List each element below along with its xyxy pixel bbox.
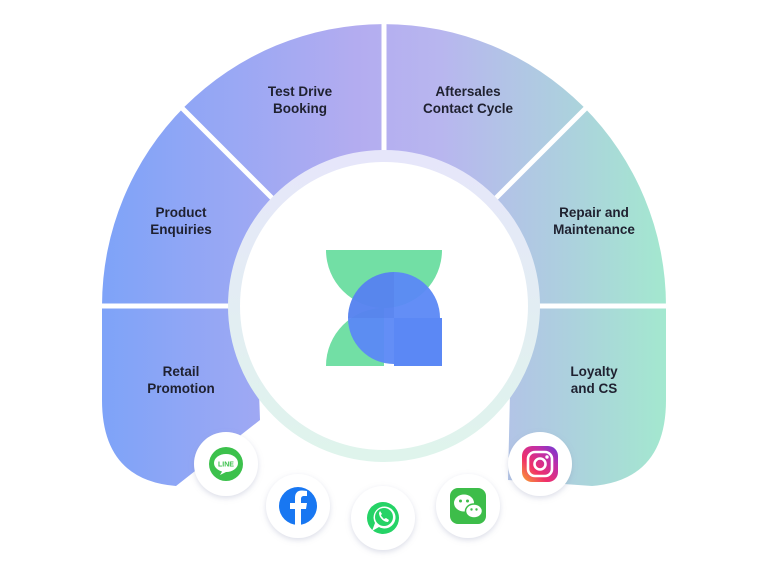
wechat-icon <box>450 488 486 524</box>
segment-label-loyalty-cs: Loyalty and CS <box>570 364 618 396</box>
facebook-icon <box>279 487 317 525</box>
segment-dividers <box>96 20 672 309</box>
wechat-badge[interactable] <box>436 474 500 538</box>
channel-badges: LINE <box>194 432 572 550</box>
line-badge[interactable]: LINE <box>194 432 258 496</box>
segment-label-line: Retail <box>163 364 200 379</box>
segment-label-line: Promotion <box>147 381 215 396</box>
segment-label-line: and CS <box>571 381 618 396</box>
segment-label-line: Test Drive <box>268 84 333 99</box>
segment-label-line: Enquiries <box>150 222 212 237</box>
segment-label-line: Maintenance <box>553 222 635 237</box>
instagram-badge[interactable] <box>508 432 572 496</box>
segment-label-line: Product <box>155 205 207 220</box>
facebook-badge[interactable] <box>266 474 330 538</box>
segment-label-line: Contact Cycle <box>423 101 514 116</box>
inner-ring <box>228 150 540 462</box>
segment-label-line: Booking <box>273 101 327 116</box>
segment-label-line: Aftersales <box>435 84 500 99</box>
whatsapp-badge[interactable] <box>351 486 415 550</box>
segment-label-line: Loyalty <box>570 364 618 379</box>
segment-label-line: Repair and <box>559 205 629 220</box>
brand-logo-icon <box>326 250 442 366</box>
line-icon: LINE <box>209 447 243 481</box>
instagram-icon <box>522 446 558 482</box>
line-icon-label: LINE <box>218 462 234 469</box>
whatsapp-icon <box>367 502 399 534</box>
